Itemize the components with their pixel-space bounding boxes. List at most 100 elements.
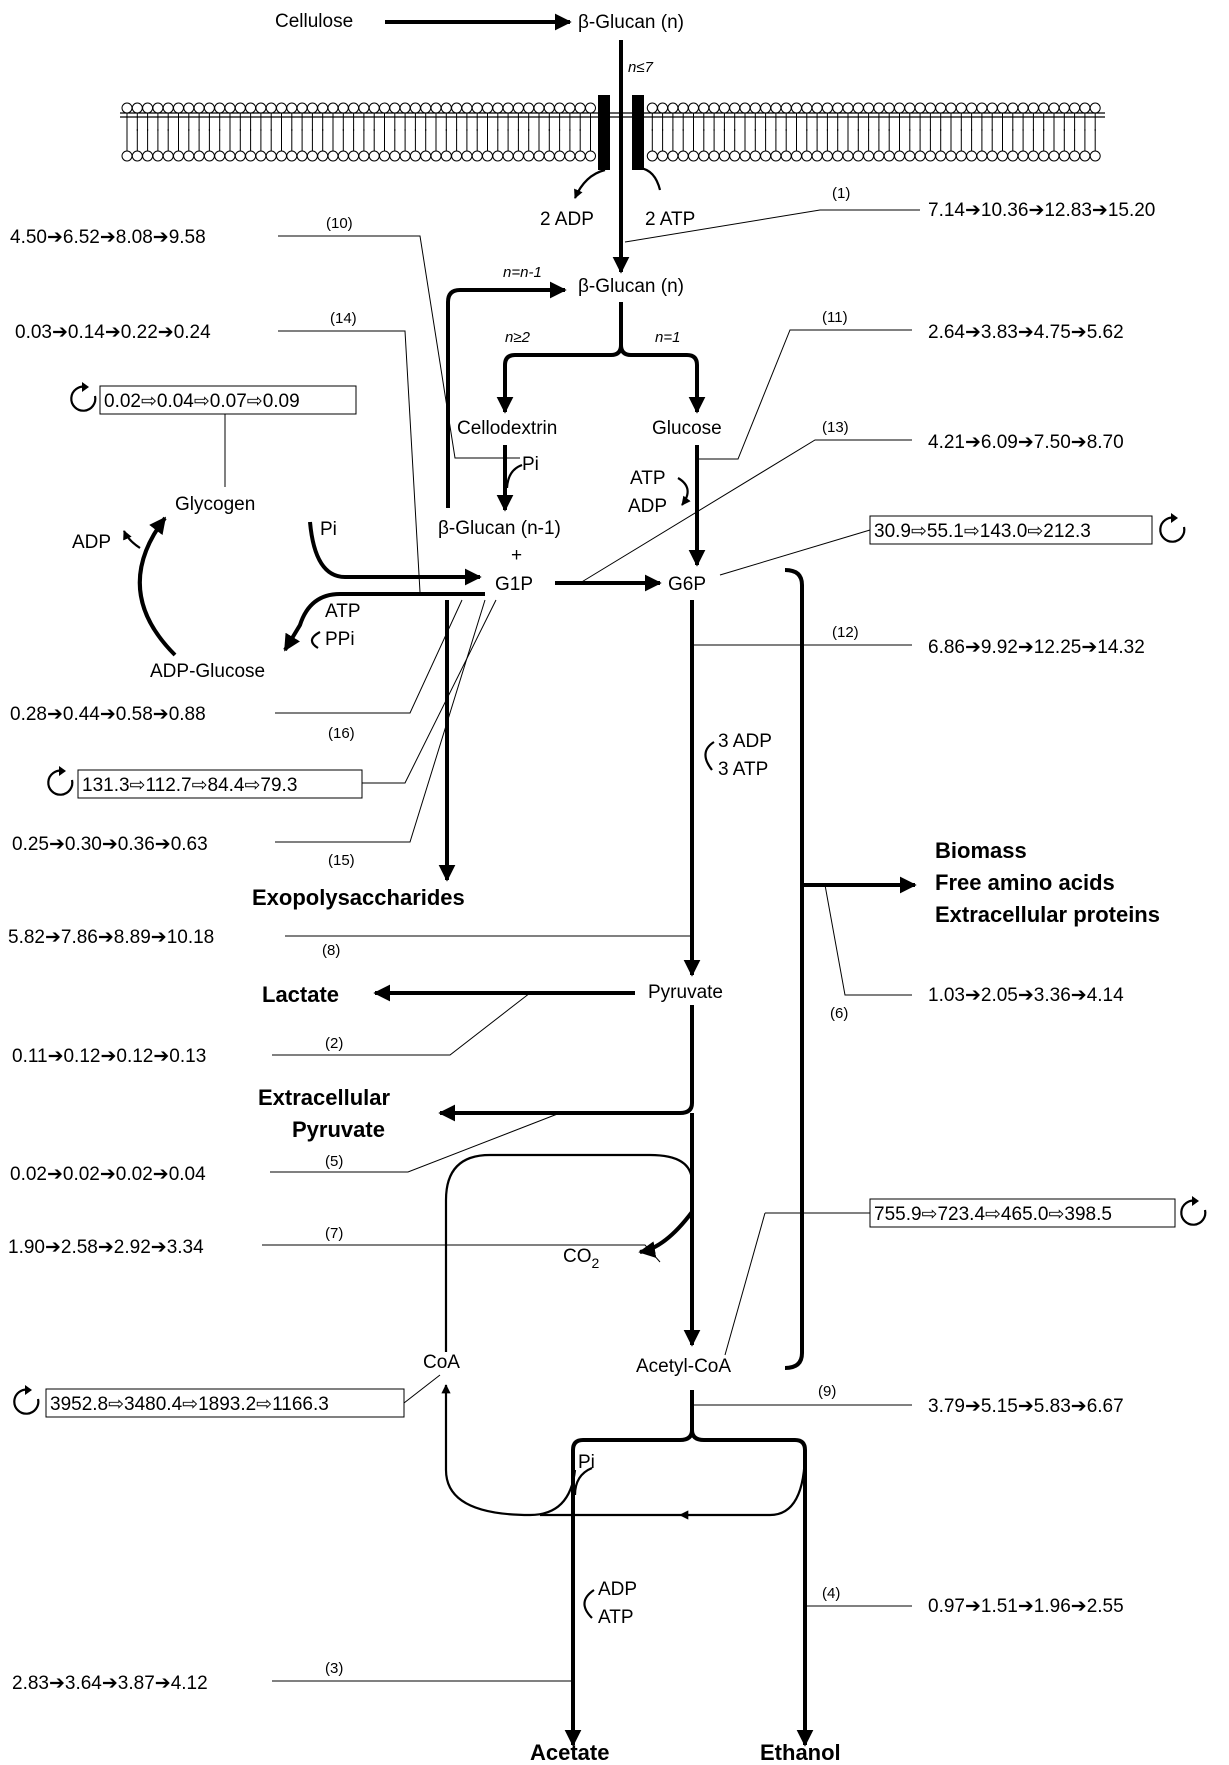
lipid-head — [421, 103, 431, 113]
pi-cellodextrin-label: Pi — [522, 454, 539, 475]
lipid-head — [740, 103, 750, 113]
lipid-head — [1090, 103, 1100, 113]
lipid-head — [822, 103, 832, 113]
glucose-branch-arrow — [621, 345, 697, 412]
atp-uptake-curve — [640, 168, 660, 190]
flux-r9: (9) 3.79➔5.15➔5.83➔6.67 — [692, 1383, 1124, 1417]
svg-text:1.90➔2.58➔2.92➔3.34: 1.90➔2.58➔2.92➔3.34 — [8, 1237, 204, 1258]
lipid-head — [524, 151, 534, 161]
cellodextrin-branch-arrow — [505, 302, 621, 412]
biomass-label: Biomass — [935, 838, 1027, 863]
lipid-head — [730, 103, 740, 113]
g6p-label: G6P — [668, 574, 706, 595]
lipid-head — [586, 103, 596, 113]
lipid-head — [802, 103, 812, 113]
lipid-head — [349, 151, 359, 161]
flux-r4: (4) 0.97➔1.51➔1.96➔2.55 — [805, 1585, 1124, 1617]
lipid-head — [956, 151, 966, 161]
lipid-head — [874, 103, 884, 113]
lipid-head — [1049, 103, 1059, 113]
lipid-head — [843, 151, 853, 161]
lipid-head — [730, 151, 740, 161]
lipid-head — [1070, 103, 1080, 113]
lipid-head — [678, 103, 688, 113]
lipid-head — [400, 103, 410, 113]
atp-acetate-label: ATP — [598, 1607, 634, 1628]
lipid-head — [565, 151, 575, 161]
lipid-head — [163, 151, 173, 161]
svg-text:(1): (1) — [832, 185, 850, 202]
lipid-head — [833, 151, 843, 161]
lipid-head — [513, 103, 523, 113]
lipid-head — [359, 151, 369, 161]
lipid-head — [987, 151, 997, 161]
lipid-head — [534, 151, 544, 161]
lipid-head — [184, 151, 194, 161]
svg-text:0.02➔0.02➔0.02➔0.04: 0.02➔0.02➔0.02➔0.04 — [10, 1164, 206, 1185]
plus-sign: + — [511, 545, 522, 566]
lipid-head — [359, 103, 369, 113]
lipid-head — [462, 103, 472, 113]
lipid-head — [771, 103, 781, 113]
lipid-head — [287, 103, 297, 113]
lipid-head — [380, 103, 390, 113]
pi-glycogen-label: Pi — [320, 519, 337, 540]
lipid-head — [874, 151, 884, 161]
lipid-head — [328, 151, 338, 161]
lipid-head — [215, 151, 225, 161]
lipid-head — [946, 103, 956, 113]
lipid-head — [132, 103, 142, 113]
lipid-head — [452, 103, 462, 113]
lipid-head — [441, 151, 451, 161]
lipid-head — [328, 103, 338, 113]
glycogen-synthase-arrow — [140, 518, 175, 655]
pool-g1p: 131.3⇨112.7⇨84.4⇨79.3 — [48, 600, 496, 798]
svg-text:2.83➔3.64➔3.87➔4.12: 2.83➔3.64➔3.87➔4.12 — [12, 1673, 208, 1694]
lipid-head — [792, 103, 802, 113]
pyruvate-label: Pyruvate — [648, 982, 723, 1003]
svg-text:(15): (15) — [328, 852, 355, 869]
lipid-head — [524, 103, 534, 113]
coa-return-right — [680, 1450, 805, 1515]
two-adp-label: 2 ADP — [540, 209, 594, 230]
svg-text:4.21➔6.09➔7.50➔8.70: 4.21➔6.09➔7.50➔8.70 — [928, 432, 1124, 453]
lipid-head — [338, 103, 348, 113]
lipid-head — [822, 151, 832, 161]
lipid-head — [194, 151, 204, 161]
lipid-head — [781, 151, 791, 161]
lipid-head — [699, 103, 709, 113]
glycogen-label: Glycogen — [175, 494, 255, 515]
svg-text:(11): (11) — [822, 309, 848, 326]
lipid-head — [204, 151, 214, 161]
lipid-head — [153, 151, 163, 161]
svg-text:(9): (9) — [818, 1383, 836, 1400]
lipid-head — [431, 151, 441, 161]
lipid-head — [235, 151, 245, 161]
lipid-head — [905, 103, 915, 113]
exopolysaccharides-label: Exopolysaccharides — [252, 885, 465, 910]
ppi-label: PPi — [325, 629, 355, 650]
lipid-head — [1018, 103, 1028, 113]
extracellular-label: Extracellular — [258, 1085, 391, 1110]
svg-text:131.3⇨112.7⇨84.4⇨79.3: 131.3⇨112.7⇨84.4⇨79.3 — [82, 775, 297, 796]
svg-text:1.03➔2.05➔3.36➔4.14: 1.03➔2.05➔3.36➔4.14 — [928, 985, 1124, 1006]
lipid-head — [369, 151, 379, 161]
svg-text:(3): (3) — [325, 1660, 343, 1677]
svg-text:755.9⇨723.4⇨465.0⇨398.5: 755.9⇨723.4⇨465.0⇨398.5 — [874, 1204, 1112, 1225]
adp-release-arrow — [575, 170, 605, 198]
lipid-head — [410, 103, 420, 113]
lipid-head — [709, 103, 719, 113]
lipid-head — [307, 151, 317, 161]
lipid-head — [915, 151, 925, 161]
pool-g6p: 30.9⇨55.1⇨143.0⇨212.3 — [720, 513, 1184, 575]
lipid-head — [215, 103, 225, 113]
lipid-head — [225, 151, 235, 161]
lipid-head — [132, 151, 142, 161]
lipid-head — [977, 103, 987, 113]
beta-glucan-n-minus-1-label: β-Glucan (n-1) — [438, 518, 561, 539]
lipid-head — [143, 103, 153, 113]
lipid-head — [318, 151, 328, 161]
lipid-head — [761, 103, 771, 113]
svg-text:0.97➔1.51➔1.96➔2.55: 0.97➔1.51➔1.96➔2.55 — [928, 1596, 1124, 1617]
svg-text:(14): (14) — [330, 310, 357, 327]
